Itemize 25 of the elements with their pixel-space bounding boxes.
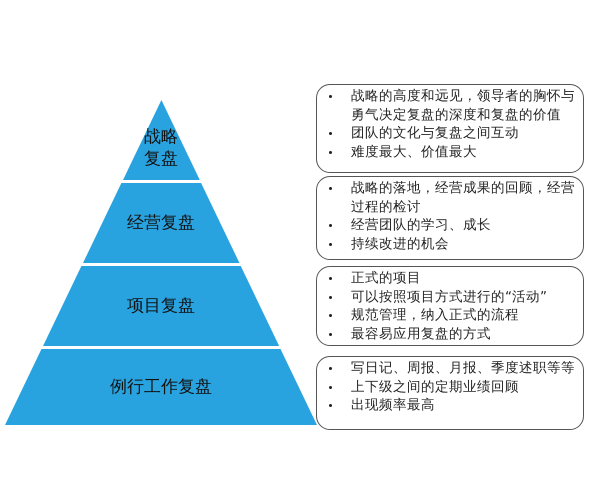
- bullet-item: 规范管理，纳入正式的流程: [325, 306, 577, 324]
- bullet-card: [316, 266, 584, 346]
- bullet-item: 上下级之间的定期业绩回顾: [325, 378, 577, 396]
- pyramid-tier: [122, 100, 200, 180]
- pyramid-tier: [82, 183, 240, 263]
- bullet-card: [316, 176, 584, 260]
- pyramid-tier: [42, 266, 280, 346]
- pyramid-tier: [5, 349, 317, 425]
- bullet-item: 正式的项目: [325, 269, 577, 288]
- tier-label: 例行工作复盘: [110, 376, 212, 398]
- bullet-item: 经营团队的学习、成长: [325, 216, 577, 234]
- bullet-item: 持续改进的机会: [325, 234, 577, 253]
- bullet-item: 最容易应用复盘的方式: [325, 324, 577, 343]
- bullet-card: [316, 356, 584, 430]
- bullet-item: 战略的落地，经营成果的回顾，经营过程的检讨: [325, 179, 577, 216]
- bullet-card: [316, 84, 584, 173]
- tier-label: 战略复盘: [142, 126, 179, 170]
- bullet-item: 难度最大、价值最大: [325, 142, 577, 161]
- bullet-item: 战略的高度和远见，领导者的胸怀与勇气决定复盘的深度和复盘的价值: [325, 87, 577, 124]
- bullet-item: 可以按照项目方式进行的“活动”: [325, 288, 577, 306]
- bullet-item: 写日记、周报、月报、季度述职等等: [325, 359, 577, 378]
- tier-label: 项目复盘: [126, 295, 195, 317]
- bullet-item: 团队的文化与复盘之间互动: [325, 124, 577, 142]
- tier-label: 经营复盘: [126, 212, 195, 234]
- bullet-item: 出现频率最高: [325, 396, 577, 414]
